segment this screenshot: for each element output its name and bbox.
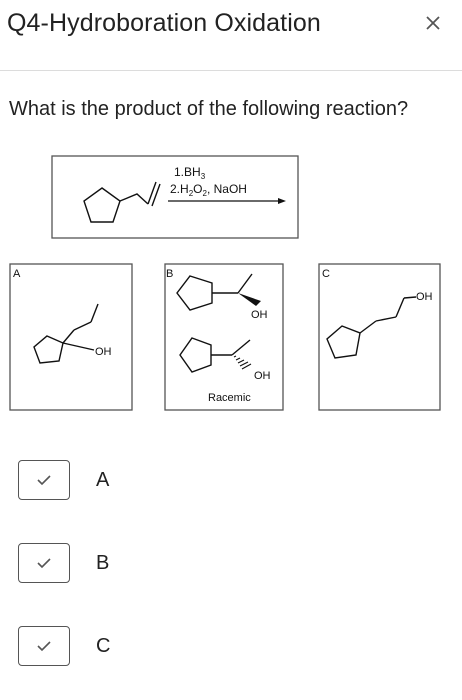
option-c-checkbox[interactable] (18, 626, 70, 666)
reaction-scheme: 1.BH3 2.H2O2, NaOH (51, 155, 299, 239)
choice-b: B OH OH Racemic (164, 263, 284, 411)
choice-a-oh: OH (95, 346, 112, 358)
check-icon (37, 475, 51, 486)
choice-a-letter: A (13, 268, 21, 280)
reagent-line-1: 1.BH3 (174, 165, 206, 181)
option-b[interactable]: B (18, 543, 109, 583)
option-c[interactable]: C (18, 626, 110, 666)
answer-structures: A OH B OH OH Racemic C (9, 263, 441, 411)
option-a-checkbox[interactable] (18, 460, 70, 500)
choice-b-racemic: Racemic (208, 392, 251, 404)
page-title: Q4-Hydroboration Oxidation (7, 9, 321, 37)
choice-b-letter: B (166, 268, 173, 280)
option-a-label: A (96, 468, 110, 491)
header-divider (0, 70, 462, 71)
choice-b-oh-top: OH (251, 309, 268, 321)
option-a[interactable]: A (18, 460, 109, 500)
close-icon[interactable] (422, 12, 444, 34)
option-b-label: B (96, 551, 110, 574)
choice-c-letter: C (322, 268, 330, 280)
choice-c-oh: OH (416, 291, 433, 303)
question-text: What is the product of the following rea… (9, 98, 409, 120)
reagent-line-2: 2.H2O2, NaOH (170, 182, 247, 198)
modal-header: Q4-Hydroboration Oxidation (0, 0, 462, 70)
check-icon (37, 641, 51, 652)
choice-b-oh-bottom: OH (254, 370, 271, 382)
option-c-label: C (96, 634, 111, 657)
option-b-checkbox[interactable] (18, 543, 70, 583)
check-icon (37, 558, 51, 569)
choice-c: C OH (318, 263, 441, 411)
choice-a: A OH (9, 263, 133, 411)
